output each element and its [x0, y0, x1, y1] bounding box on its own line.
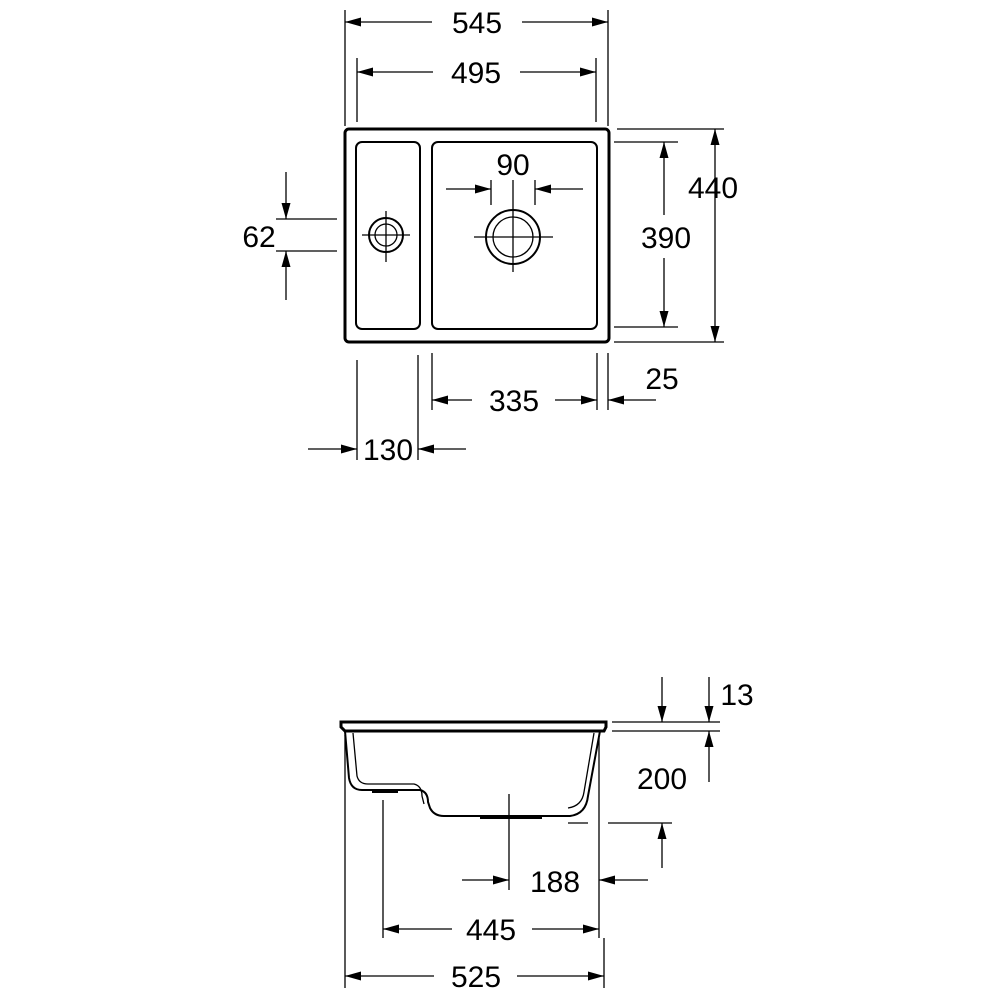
dimension-small-waste-offset: 62: [242, 172, 337, 300]
label-rim-thickness: 13: [720, 679, 753, 712]
label-edge-margin: 25: [645, 363, 678, 396]
top-view: 545 495 90: [242, 7, 738, 467]
sink-outline-top: [343, 127, 611, 344]
small-waste-outlet: [362, 211, 410, 262]
dimension-height-overall: 440: [614, 128, 738, 343]
label-height-inner: 390: [641, 222, 691, 255]
sink-outline-side: [339, 720, 608, 819]
label-small-bowl-width: 130: [363, 434, 413, 467]
dimension-width-overall: 545: [344, 7, 609, 126]
dimension-small-bowl-depth: 188: [462, 738, 648, 899]
dimension-bottom-width: 445: [382, 800, 600, 947]
label-small-waste-offset: 62: [242, 221, 275, 254]
label-overall-width-side: 525: [451, 961, 501, 994]
dimension-waste-diameter: 90: [446, 149, 583, 205]
dimension-width-inner: 495: [356, 57, 597, 122]
label-depth: 200: [637, 763, 687, 796]
dimension-small-bowl-width: 130: [308, 355, 466, 467]
label-waste-diameter: 90: [496, 149, 529, 182]
side-view: 13 200 188 445: [339, 677, 754, 994]
label-main-bowl-width: 335: [489, 385, 539, 418]
dimension-rim-thickness: 13: [612, 677, 754, 782]
dimension-overall-width-side: 525: [344, 735, 605, 994]
label-width-inner: 495: [451, 57, 501, 90]
label-bottom-width: 445: [466, 914, 516, 947]
dimension-main-bowl-width: 335: [431, 353, 598, 418]
dimension-depth: 200: [568, 763, 687, 868]
main-waste-outlet: [474, 180, 553, 272]
dimension-edge-margin: 25: [607, 353, 679, 410]
dimension-height-inner: 390: [614, 141, 691, 328]
label-height-overall: 440: [688, 172, 738, 205]
label-width-overall: 545: [452, 7, 502, 40]
label-small-bowl-depth: 188: [530, 866, 580, 899]
